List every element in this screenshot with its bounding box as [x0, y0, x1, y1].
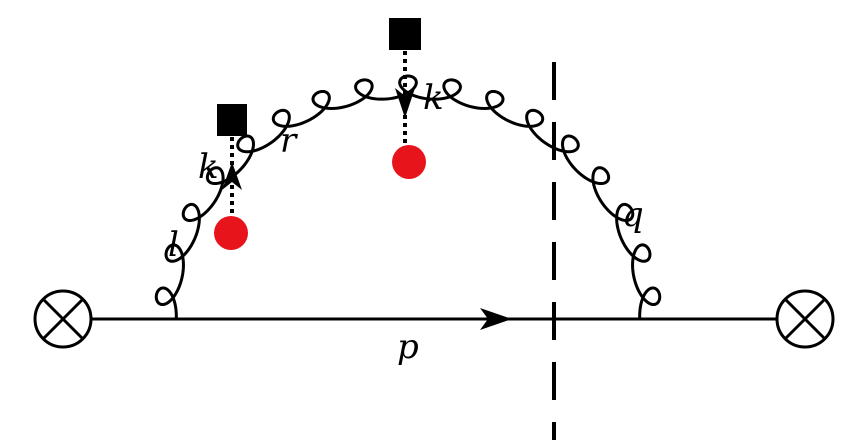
external-source-left	[217, 104, 247, 216]
label-l: l	[168, 225, 179, 265]
label-k-top: k	[423, 78, 444, 118]
label-p: p	[397, 327, 419, 367]
arrow-up-icon	[222, 162, 242, 190]
label-r: r	[280, 121, 298, 161]
fermion-arrow	[480, 308, 512, 330]
filled-square-icon-top	[389, 18, 421, 50]
label-k-left: k	[198, 147, 219, 187]
vertex-left	[214, 216, 248, 250]
circled-times-icon-right	[775, 289, 835, 349]
gluon-arc	[154, 74, 662, 320]
arrow-down-icon	[395, 88, 415, 118]
label-q: q	[622, 195, 644, 235]
filled-square-icon-left	[217, 104, 247, 136]
vertex-top	[392, 145, 426, 179]
external-source-top	[389, 18, 421, 150]
circled-times-icon-left	[33, 289, 93, 349]
